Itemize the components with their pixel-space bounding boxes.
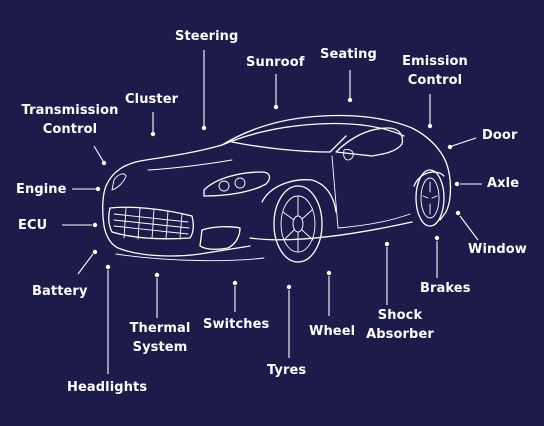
label-shock-absorber: Shock Absorber xyxy=(366,308,434,342)
thermal-system-dot xyxy=(154,272,160,278)
label-ecu: ECU xyxy=(18,218,48,233)
window-dot xyxy=(455,210,461,216)
emission-control-dot xyxy=(427,123,433,129)
axle-dot xyxy=(454,181,460,187)
label-emission-control: Emission Control xyxy=(402,54,468,88)
brakes-dot xyxy=(434,235,440,241)
label-cluster: Cluster xyxy=(125,92,179,107)
sunroof-dot xyxy=(273,104,279,110)
door-leader xyxy=(451,137,477,147)
label-tyres: Tyres xyxy=(267,363,307,378)
label-wheel: Wheel xyxy=(309,324,356,339)
label-engine: Engine xyxy=(16,182,67,197)
engine-dot xyxy=(95,186,101,192)
label-sunroof: Sunroof xyxy=(246,55,305,70)
label-battery: Battery xyxy=(32,284,88,299)
leader-lines xyxy=(62,50,482,374)
label-headlights: Headlights xyxy=(67,380,148,395)
battery-leader xyxy=(77,253,94,275)
label-brakes: Brakes xyxy=(420,281,471,296)
label-steering: Steering xyxy=(175,29,239,44)
label-thermal-system: Thermal System xyxy=(129,321,191,355)
transmission-control-leader xyxy=(93,145,104,162)
steering-dot xyxy=(201,125,207,131)
label-transmission-control: Transmission Control xyxy=(21,103,119,137)
label-door: Door xyxy=(482,128,518,143)
shock-absorber-dot xyxy=(384,241,390,247)
cluster-dot xyxy=(150,131,156,137)
window-leader xyxy=(459,215,479,241)
battery-dot xyxy=(92,249,98,255)
label-axle: Axle xyxy=(487,176,520,191)
headlights-dot xyxy=(105,264,111,270)
tyres-dot xyxy=(286,284,292,290)
label-switches: Switches xyxy=(203,317,270,332)
wheel-dot xyxy=(326,270,332,276)
switches-dot xyxy=(232,280,238,286)
label-seating: Seating xyxy=(320,47,377,62)
door-dot xyxy=(447,144,453,150)
seating-dot xyxy=(347,97,353,103)
transmission-control-dot xyxy=(101,160,107,166)
ecu-dot xyxy=(92,222,98,228)
label-window: Window xyxy=(468,242,527,257)
car-icon xyxy=(102,114,452,263)
